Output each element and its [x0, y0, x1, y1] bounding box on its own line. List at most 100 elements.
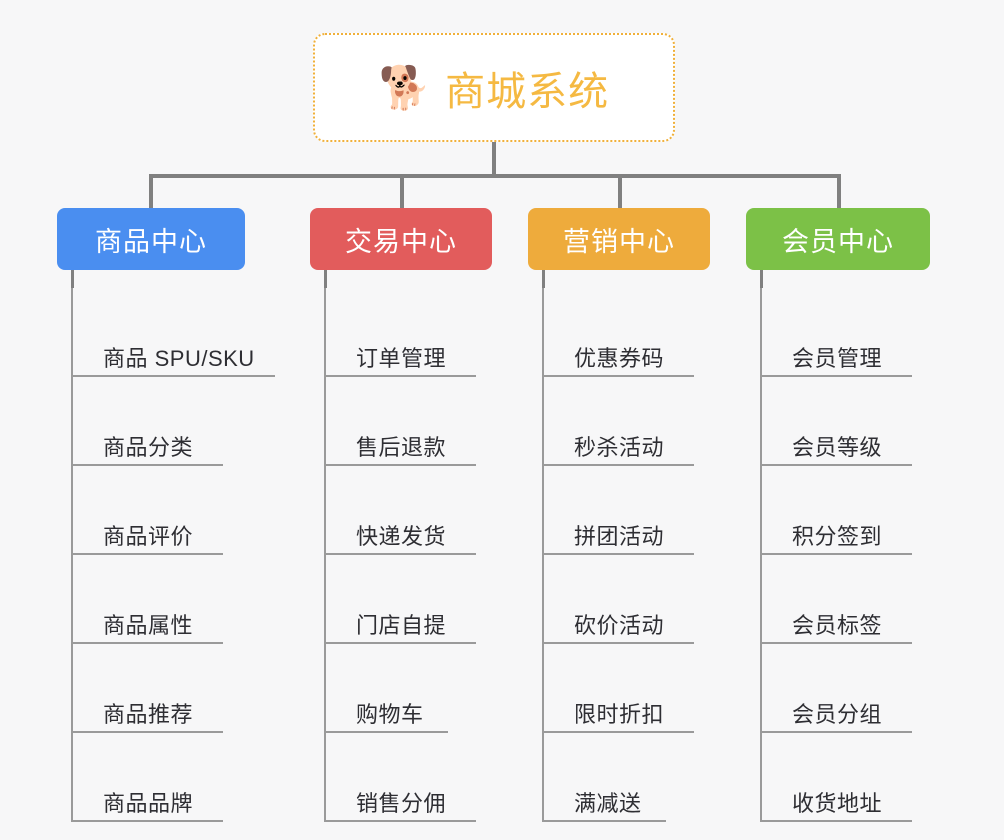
leaf-list-trade: 订单管理 售后退款 快递发货 门店自提 购物车 销售分佣	[310, 288, 492, 822]
leaf-underline	[542, 553, 694, 555]
branch-header-marketing[interactable]: 营销中心	[528, 208, 710, 270]
leaf-list-marketing: 优惠券码 秒杀活动 拼团活动 砍价活动 限时折扣 满减送	[528, 288, 710, 822]
leaf-item[interactable]: 秒杀活动	[528, 377, 710, 466]
connector-drop-3	[618, 174, 622, 208]
leaf-item[interactable]: 满减送	[528, 733, 710, 822]
leaf-item[interactable]: 商品分类	[57, 377, 245, 466]
connector-drop-4	[837, 174, 841, 208]
leaf-underline	[760, 375, 912, 377]
leaf-item[interactable]: 会员标签	[746, 555, 930, 644]
leaf-item-label: 销售分佣	[356, 790, 447, 816]
branch-header-label: 交易中心	[345, 226, 457, 257]
leaf-item-label: 会员管理	[792, 345, 883, 371]
leaf-item[interactable]: 商品评价	[57, 466, 245, 555]
leaf-item[interactable]: 会员管理	[746, 288, 930, 377]
leaf-underline	[760, 464, 912, 466]
leaf-item[interactable]: 销售分佣	[310, 733, 492, 822]
leaf-item[interactable]: 购物车	[310, 644, 492, 733]
connector-branch-stem	[324, 270, 327, 288]
leaf-item[interactable]: 快递发货	[310, 466, 492, 555]
leaf-item[interactable]: 积分签到	[746, 466, 930, 555]
leaf-item[interactable]: 收货地址	[746, 733, 930, 822]
branch-column-product: 商品中心 商品 SPU/SKU 商品分类 商品评价 商品属性 商品推荐	[57, 208, 275, 822]
leaf-underline	[542, 375, 694, 377]
root-node[interactable]: 🐕 商城系统	[313, 33, 675, 142]
leaf-underline	[542, 464, 694, 466]
leaf-item-label: 限时折扣	[574, 701, 665, 727]
branch-header-product[interactable]: 商品中心	[57, 208, 245, 270]
branch-column-marketing: 营销中心 优惠券码 秒杀活动 拼团活动 砍价活动 限时折扣	[528, 208, 710, 822]
leaf-underline	[324, 820, 476, 822]
leaf-underline	[71, 553, 223, 555]
leaf-item[interactable]: 拼团活动	[528, 466, 710, 555]
leaf-underline	[760, 820, 912, 822]
leaf-item-label: 售后退款	[356, 434, 447, 460]
leaf-item-label: 快递发货	[356, 523, 447, 549]
leaf-underline	[760, 553, 912, 555]
leaf-item[interactable]: 门店自提	[310, 555, 492, 644]
branch-column-trade: 交易中心 订单管理 售后退款 快递发货 门店自提 购物车	[310, 208, 492, 822]
connector-branch-stem	[760, 270, 763, 288]
connector-drop-1	[149, 174, 153, 208]
leaf-item[interactable]: 会员分组	[746, 644, 930, 733]
leaf-item-label: 商品分类	[103, 434, 194, 460]
leaf-list-member: 会员管理 会员等级 积分签到 会员标签 会员分组 收货地址	[746, 288, 930, 822]
branch-column-member: 会员中心 会员管理 会员等级 积分签到 会员标签 会员分组	[746, 208, 930, 822]
leaf-item[interactable]: 售后退款	[310, 377, 492, 466]
leaf-item[interactable]: 商品推荐	[57, 644, 245, 733]
connector-root-stem	[492, 142, 496, 178]
leaf-item-label: 优惠券码	[574, 345, 665, 371]
leaf-item-label: 购物车	[356, 701, 424, 727]
leaf-underline	[324, 553, 476, 555]
leaf-underline	[71, 375, 275, 377]
leaf-item-label: 商品品牌	[103, 790, 194, 816]
leaf-item-label: 会员标签	[792, 612, 883, 638]
leaf-item-label: 砍价活动	[574, 612, 665, 638]
leaf-item-label: 满减送	[574, 790, 642, 816]
leaf-underline	[324, 731, 448, 733]
connector-drop-2	[400, 174, 404, 208]
leaf-item-label: 秒杀活动	[574, 434, 665, 460]
branch-header-member[interactable]: 会员中心	[746, 208, 930, 270]
leaf-item-label: 会员等级	[792, 434, 883, 460]
leaf-underline	[542, 731, 694, 733]
leaf-item[interactable]: 商品品牌	[57, 733, 245, 822]
leaf-rail	[71, 288, 73, 822]
leaf-underline	[71, 642, 223, 644]
leaf-item-label: 会员分组	[792, 701, 883, 727]
leaf-item-label: 商品属性	[103, 612, 194, 638]
leaf-underline	[760, 731, 912, 733]
leaf-underline	[71, 731, 223, 733]
leaf-underline	[542, 820, 666, 822]
leaf-item[interactable]: 商品属性	[57, 555, 245, 644]
branch-header-label: 会员中心	[782, 226, 894, 257]
leaf-item[interactable]: 限时折扣	[528, 644, 710, 733]
branch-header-trade[interactable]: 交易中心	[310, 208, 492, 270]
leaf-item-label: 商品推荐	[103, 701, 194, 727]
leaf-item-label: 门店自提	[356, 612, 447, 638]
leaf-underline	[324, 642, 476, 644]
leaf-item[interactable]: 订单管理	[310, 288, 492, 377]
leaf-underline	[71, 464, 223, 466]
leaf-item[interactable]: 砍价活动	[528, 555, 710, 644]
leaf-underline	[324, 375, 476, 377]
root-node-title: 商城系统	[445, 69, 610, 114]
leaf-item-label: 积分签到	[792, 523, 883, 549]
leaf-item-label: 商品评价	[103, 523, 194, 549]
leaf-underline	[760, 642, 912, 644]
branch-header-label: 营销中心	[563, 226, 675, 257]
leaf-rail	[760, 288, 762, 822]
leaf-item[interactable]: 会员等级	[746, 377, 930, 466]
leaf-item[interactable]: 商品 SPU/SKU	[57, 288, 275, 377]
leaf-item-label: 商品 SPU/SKU	[103, 345, 255, 371]
shiba-dog-face-icon: 🐕	[378, 63, 432, 111]
leaf-item-label: 订单管理	[356, 345, 447, 371]
connector-branch-stem	[71, 270, 74, 288]
leaf-rail	[324, 288, 326, 822]
branch-header-label: 商品中心	[95, 226, 207, 257]
leaf-item[interactable]: 优惠券码	[528, 288, 710, 377]
leaf-underline	[542, 642, 694, 644]
connector-branch-stem	[542, 270, 545, 288]
leaf-rail	[542, 288, 544, 822]
